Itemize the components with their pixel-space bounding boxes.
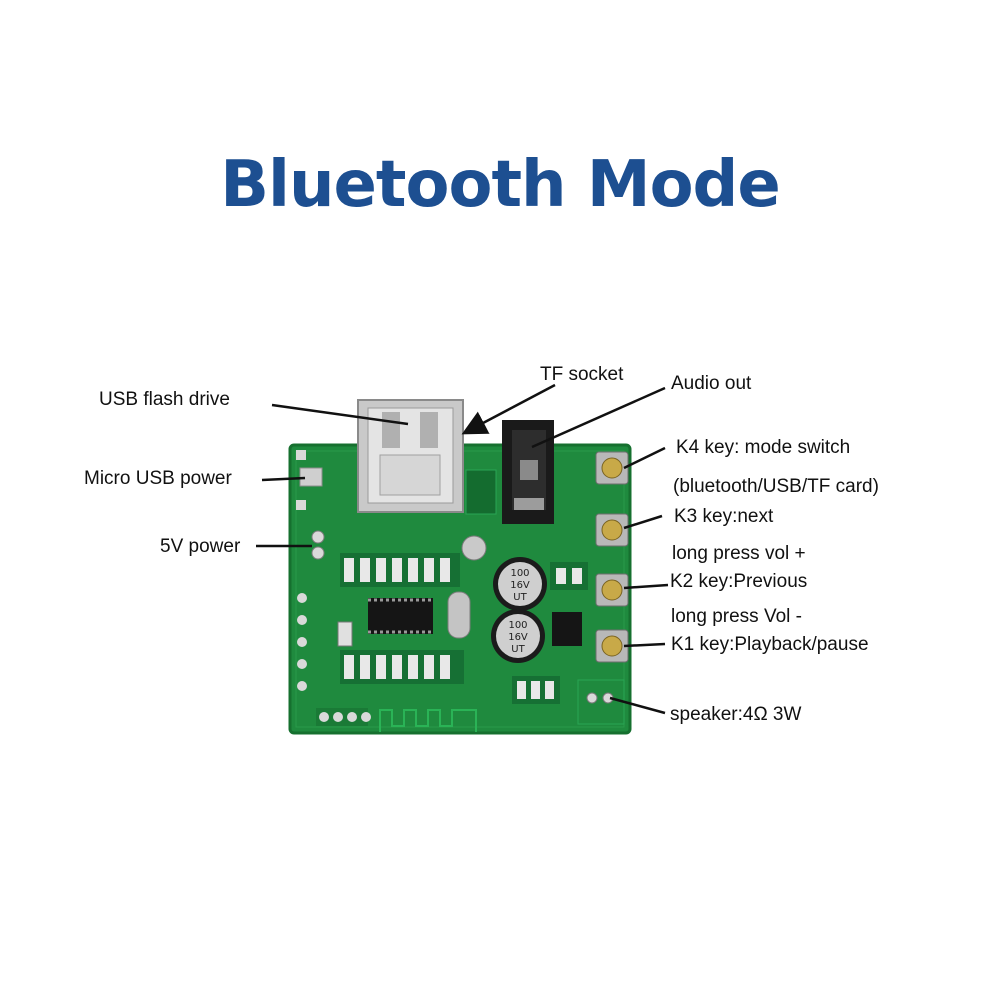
page-title: Bluetooth Mode <box>220 148 781 222</box>
edge-pads-left <box>297 593 307 691</box>
label-5v-power: 5V power <box>160 536 241 557</box>
callout-lines <box>256 383 669 715</box>
label-tf-socket: TF socket <box>540 364 624 385</box>
capacitor-c9: 100 16V UT <box>491 609 545 663</box>
label-speaker: speaker:4Ω 3W <box>670 704 802 725</box>
smd-components-top <box>340 553 460 587</box>
key-k2 <box>595 573 629 607</box>
bottom-header-pads <box>316 708 371 726</box>
cap-marking-2: 16V <box>510 580 530 591</box>
audio-jack <box>502 420 554 524</box>
capacitor-c10: 100 16V UT <box>493 557 547 611</box>
crystal-y1 <box>447 591 471 639</box>
power-5v-pads <box>311 530 325 560</box>
label-audio-out: Audio out <box>671 373 752 394</box>
cap-marking-3: UT <box>513 592 527 603</box>
label-micro-usb-power: Micro USB power <box>84 468 232 489</box>
cap-marking-1: 100 <box>508 620 527 631</box>
key-k4 <box>595 451 629 485</box>
tf-socket <box>465 469 497 515</box>
main-ic-chip <box>368 598 433 634</box>
diode-d1 <box>337 621 353 647</box>
key-k3 <box>595 513 629 547</box>
label-k1-key: K1 key:Playback/pause <box>671 634 869 655</box>
label-k3-key: K3 key:next <box>674 506 774 527</box>
usb-port <box>357 399 464 513</box>
cap-marking-3: UT <box>511 644 525 655</box>
key-k1 <box>595 629 629 663</box>
bluetooth-antenna-trace <box>379 709 477 732</box>
label-k2-long-press: long press Vol - <box>671 606 802 627</box>
amplifier-ic <box>552 612 582 646</box>
smd-pair <box>550 562 588 590</box>
micro-usb-connector <box>296 450 323 510</box>
test-pad <box>461 535 487 561</box>
smd-components-bottom <box>340 650 464 684</box>
label-k4-detail: (bluetooth/USB/TF card) <box>673 476 879 497</box>
cap-marking-2: 16V <box>508 632 528 643</box>
label-k3-long-press: long press vol + <box>672 543 806 564</box>
label-usb-flash-drive: USB flash drive <box>99 389 230 410</box>
label-k4-key: K4 key: mode switch <box>676 437 851 458</box>
cap-marking-1: 100 <box>510 568 529 579</box>
label-k2-key: K2 key:Previous <box>670 571 808 592</box>
